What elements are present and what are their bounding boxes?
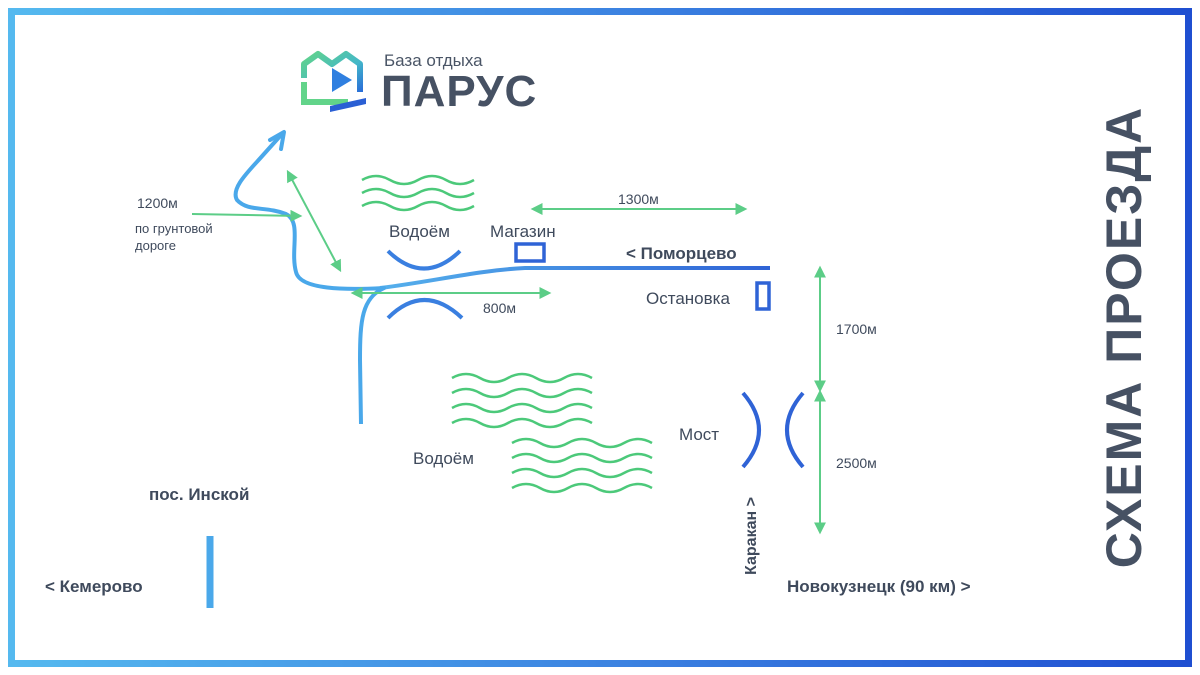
place-label-stop: Остановка: [646, 289, 730, 308]
place-label-inskoy: пос. Инской: [149, 485, 250, 504]
water-waves-top: [361, 174, 475, 212]
distance-label-dirt-road-1: по грунтовой: [135, 221, 213, 236]
pomortsevo-road: [379, 266, 770, 290]
map-frame: [8, 8, 1192, 667]
road-label-karakan: Каракан >: [743, 497, 760, 575]
bridge-left-arc: [741, 391, 761, 469]
place-label-pond-top: Водоём: [389, 222, 450, 241]
place-label-pond-bottom: Водоём: [413, 449, 474, 468]
road-label-kemerovo: < Кемерово: [45, 577, 143, 596]
distance-label-dirt-road-2: дороге: [135, 238, 176, 253]
distance-label-2500: 2500м: [836, 455, 877, 471]
logo-name: ПАРУС: [381, 67, 538, 116]
distance-1200-marker: [286, 169, 342, 273]
distance-label-1300: 1300м: [618, 191, 659, 207]
logo-icon: [301, 51, 366, 112]
pond-bank-lower: [386, 298, 464, 320]
road-label-pomortsevo: < Поморцево: [626, 244, 737, 263]
stop-marker: [755, 281, 771, 311]
place-label-shop: Магазин: [490, 222, 556, 241]
bridge-right-arc: [785, 391, 805, 469]
page-title: СХЕМА ПРОЕЗДА: [1096, 105, 1152, 569]
pond-bank-upper: [386, 249, 462, 271]
distance-label-1200: 1200м: [137, 195, 178, 211]
distance-label-1700: 1700м: [836, 321, 877, 337]
logo-subtitle: База отдыха: [384, 51, 483, 70]
distance-label-800: 800м: [483, 300, 516, 316]
direction-arrow: [268, 130, 286, 151]
road-label-novokuznetsk: Новокузнецк (90 км) >: [787, 577, 971, 596]
side-road: [357, 286, 385, 425]
place-label-bridge: Мост: [679, 425, 720, 444]
water-waves-mid: [451, 372, 593, 429]
water-waves-bottom: [511, 437, 653, 494]
distance-1200-pointer: [191, 209, 303, 222]
distance-markers: [191, 169, 826, 535]
shop-marker: [514, 242, 546, 263]
